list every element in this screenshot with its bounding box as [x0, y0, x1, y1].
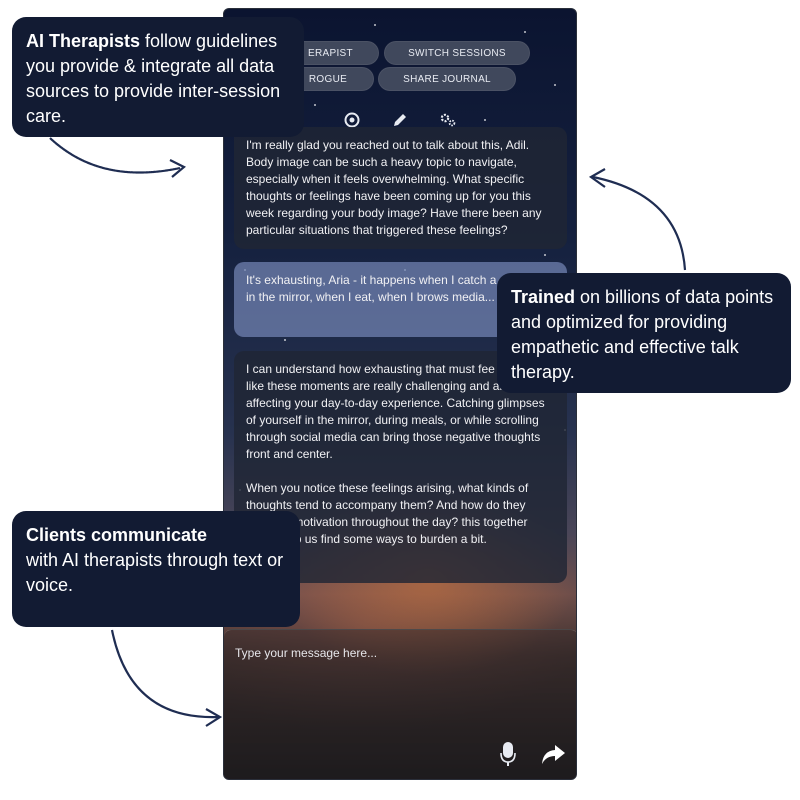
message-input-placeholder: Type your message here... [235, 646, 378, 660]
arrow-to-input [110, 629, 223, 727]
callout-bold: Trained [511, 287, 576, 307]
message-input[interactable]: Type your message here... [224, 629, 576, 779]
arrow-to-header [49, 137, 186, 178]
phone-screen: ERAPIST SWITCH SESSIONS ROGUE SHARE JOUR… [223, 8, 577, 780]
trained-callout: Trained on billions of data points and o… [497, 273, 791, 393]
microphone-icon[interactable] [500, 741, 516, 767]
target-icon[interactable] [342, 110, 362, 130]
callout-bold: AI Therapists [26, 31, 141, 51]
send-icon[interactable] [540, 744, 566, 766]
callout-text: on billions of data points and optimized… [511, 287, 774, 382]
assistant-message: I'm really glad you reached out to talk … [234, 127, 567, 249]
callout-text: follow guidelines you provide & integrat… [26, 31, 281, 126]
pencil-icon[interactable] [390, 110, 410, 130]
callout-text: with AI therapists through text or voice… [26, 550, 284, 595]
message-text: I can understand how exhausting that mus… [246, 362, 545, 461]
message-text: I'm really glad you reached out to talk … [246, 138, 542, 237]
switch-sessions-button[interactable]: SWITCH SESSIONS [384, 41, 530, 65]
gears-icon[interactable] [438, 110, 458, 130]
message-text: It's exhausting, Aria - it happens when … [246, 273, 548, 304]
message-text: When you notice these feelings arising, … [246, 481, 529, 546]
ai-therapists-callout: AI Therapists follow guidelines you prov… [12, 17, 304, 137]
callout-bold: Clients communicate [26, 525, 208, 545]
share-journal-button[interactable]: SHARE JOURNAL [378, 67, 516, 91]
clients-callout: Clients communicate with AI therapists t… [12, 511, 300, 627]
arrow-to-chat [588, 168, 687, 271]
